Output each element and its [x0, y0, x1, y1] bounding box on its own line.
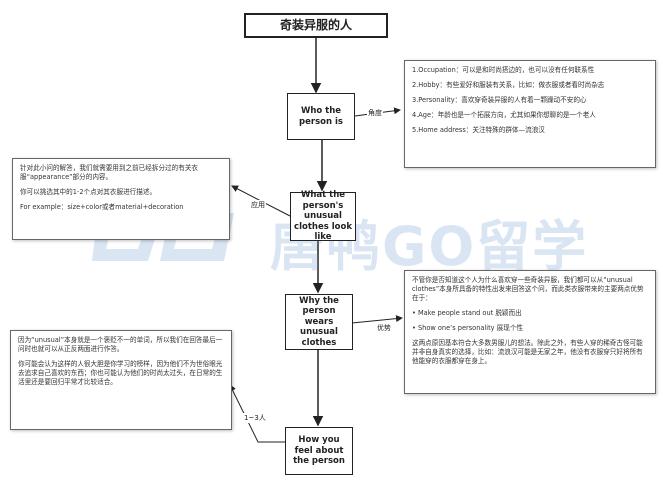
node-why-wears-unusual-clothes: Why the person wears unusual clothes — [285, 294, 353, 350]
note-who-personality: 3.Personality：喜欢穿奇装异服的人有着一颗躁动不安的心 — [412, 96, 587, 104]
node-what-clothes-look-like: What the person's unusual clothes look l… — [290, 190, 356, 242]
note-why-extra: 这两点原因基本符合大多数男服儿的想法。除此之外，有些人穿的稀奇古怪可能并非自身真… — [412, 339, 643, 365]
note-what-details: 针对此小问的解答，我们就需要用到之前已经拆分过的有关衣服“appearance”… — [12, 158, 230, 240]
node-how-you-feel: How you feel about the person — [285, 427, 353, 475]
edge-how-note — [229, 384, 285, 443]
diagram-title: 奇装异服的人 — [244, 13, 388, 38]
note-who-age: 4.Age：年龄也是一个拓展方向，尤其如果你想聊的是一个老人 — [412, 111, 596, 119]
note-what-intro: 针对此小问的解答，我们就需要用到之前已经拆分过的有关衣服“appearance”… — [20, 164, 199, 181]
note-why-details: 不管你是否知道这个人为什么喜欢穿一些奇装异服，我们都可以从“unusual cl… — [404, 270, 656, 394]
edge-label-advantage: 优势 — [376, 323, 392, 333]
note-who-occupation: 1.Occupation：可以是和时尚搭边的，也可以没有任何联系性 — [412, 66, 595, 74]
note-why-personality: • Show one’s personality 展现个性 — [412, 324, 524, 332]
node-who-the-person-is: Who the person is — [287, 93, 355, 140]
note-what-example: For example：size+color或者material+decorat… — [20, 203, 184, 211]
note-what-pick: 你可以挑选其中的1-2个点对其衣服进行描述。 — [20, 188, 157, 196]
note-who-address: 5.Home address：关注特殊的群体—流浪汉 — [412, 126, 545, 134]
edge-label-people: 1~3人 — [243, 413, 267, 423]
note-how-intro: 因为“unusual”本身就是一个褒贬不一的单词，所以我们在回答最后一问时也就可… — [18, 336, 223, 353]
note-how-details: 因为“unusual”本身就是一个褒贬不一的单词，所以我们在回答最后一问时也就可… — [10, 330, 232, 430]
note-who-hobby: 2.Hobby：有些爱好和服装有关系，比如：做衣服或者看时尚杂志 — [412, 81, 605, 89]
edge-why-note — [351, 315, 403, 324]
note-why-stand-out: • Make people stand out 脱颖而出 — [412, 309, 522, 317]
edge-label-angle: 角度 — [367, 108, 383, 118]
note-why-intro: 不管你是否知道这个人为什么喜欢穿一些奇装异服，我们都可以从“unusual cl… — [412, 276, 644, 302]
note-how-opinions: 你可能会认为这样的人很大胆是你学习的榜样，因为他们不为世俗眼光去追求自己喜欢的东… — [18, 360, 223, 386]
note-who-details: 1.Occupation：可以是和时尚搭边的，也可以没有任何联系性 2.Hobb… — [404, 60, 656, 168]
edge-label-apply: 应用 — [250, 200, 266, 210]
